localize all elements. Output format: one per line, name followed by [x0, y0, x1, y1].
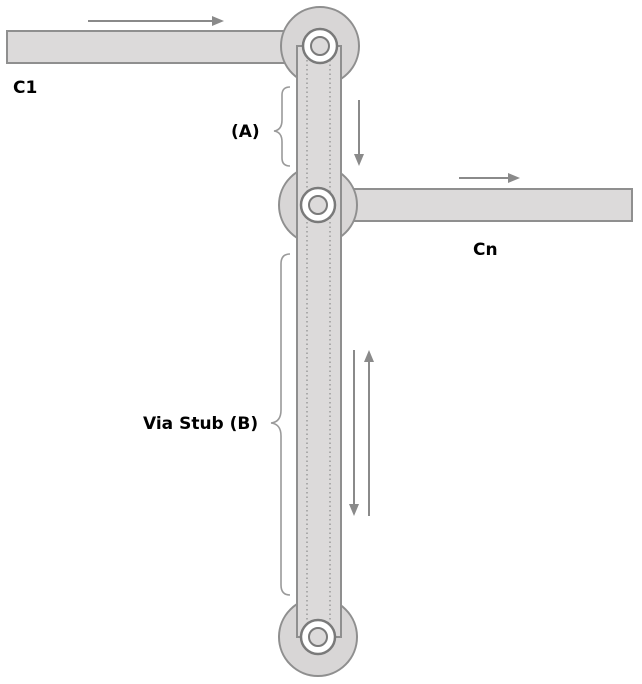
label-c1: C1 — [13, 78, 37, 98]
drill-hole-middle — [308, 195, 328, 215]
label-cn: Cn — [473, 240, 498, 260]
label-a: (A) — [231, 122, 260, 142]
trace-c1 — [6, 30, 308, 64]
arrow-down-stub — [349, 350, 359, 516]
trace-cn — [329, 188, 633, 222]
drill-hole-top — [310, 36, 330, 56]
brace-b — [270, 253, 291, 596]
arrow-up-stub — [364, 350, 374, 516]
label-via-stub-b: Via Stub (B) — [143, 414, 258, 434]
arrow-down-a — [354, 100, 364, 166]
brace-a — [273, 86, 291, 167]
arrow-right-cn — [459, 173, 520, 183]
via-barrel — [296, 45, 342, 638]
arrow-right-top — [88, 16, 224, 26]
drill-hole-bottom — [308, 627, 328, 647]
